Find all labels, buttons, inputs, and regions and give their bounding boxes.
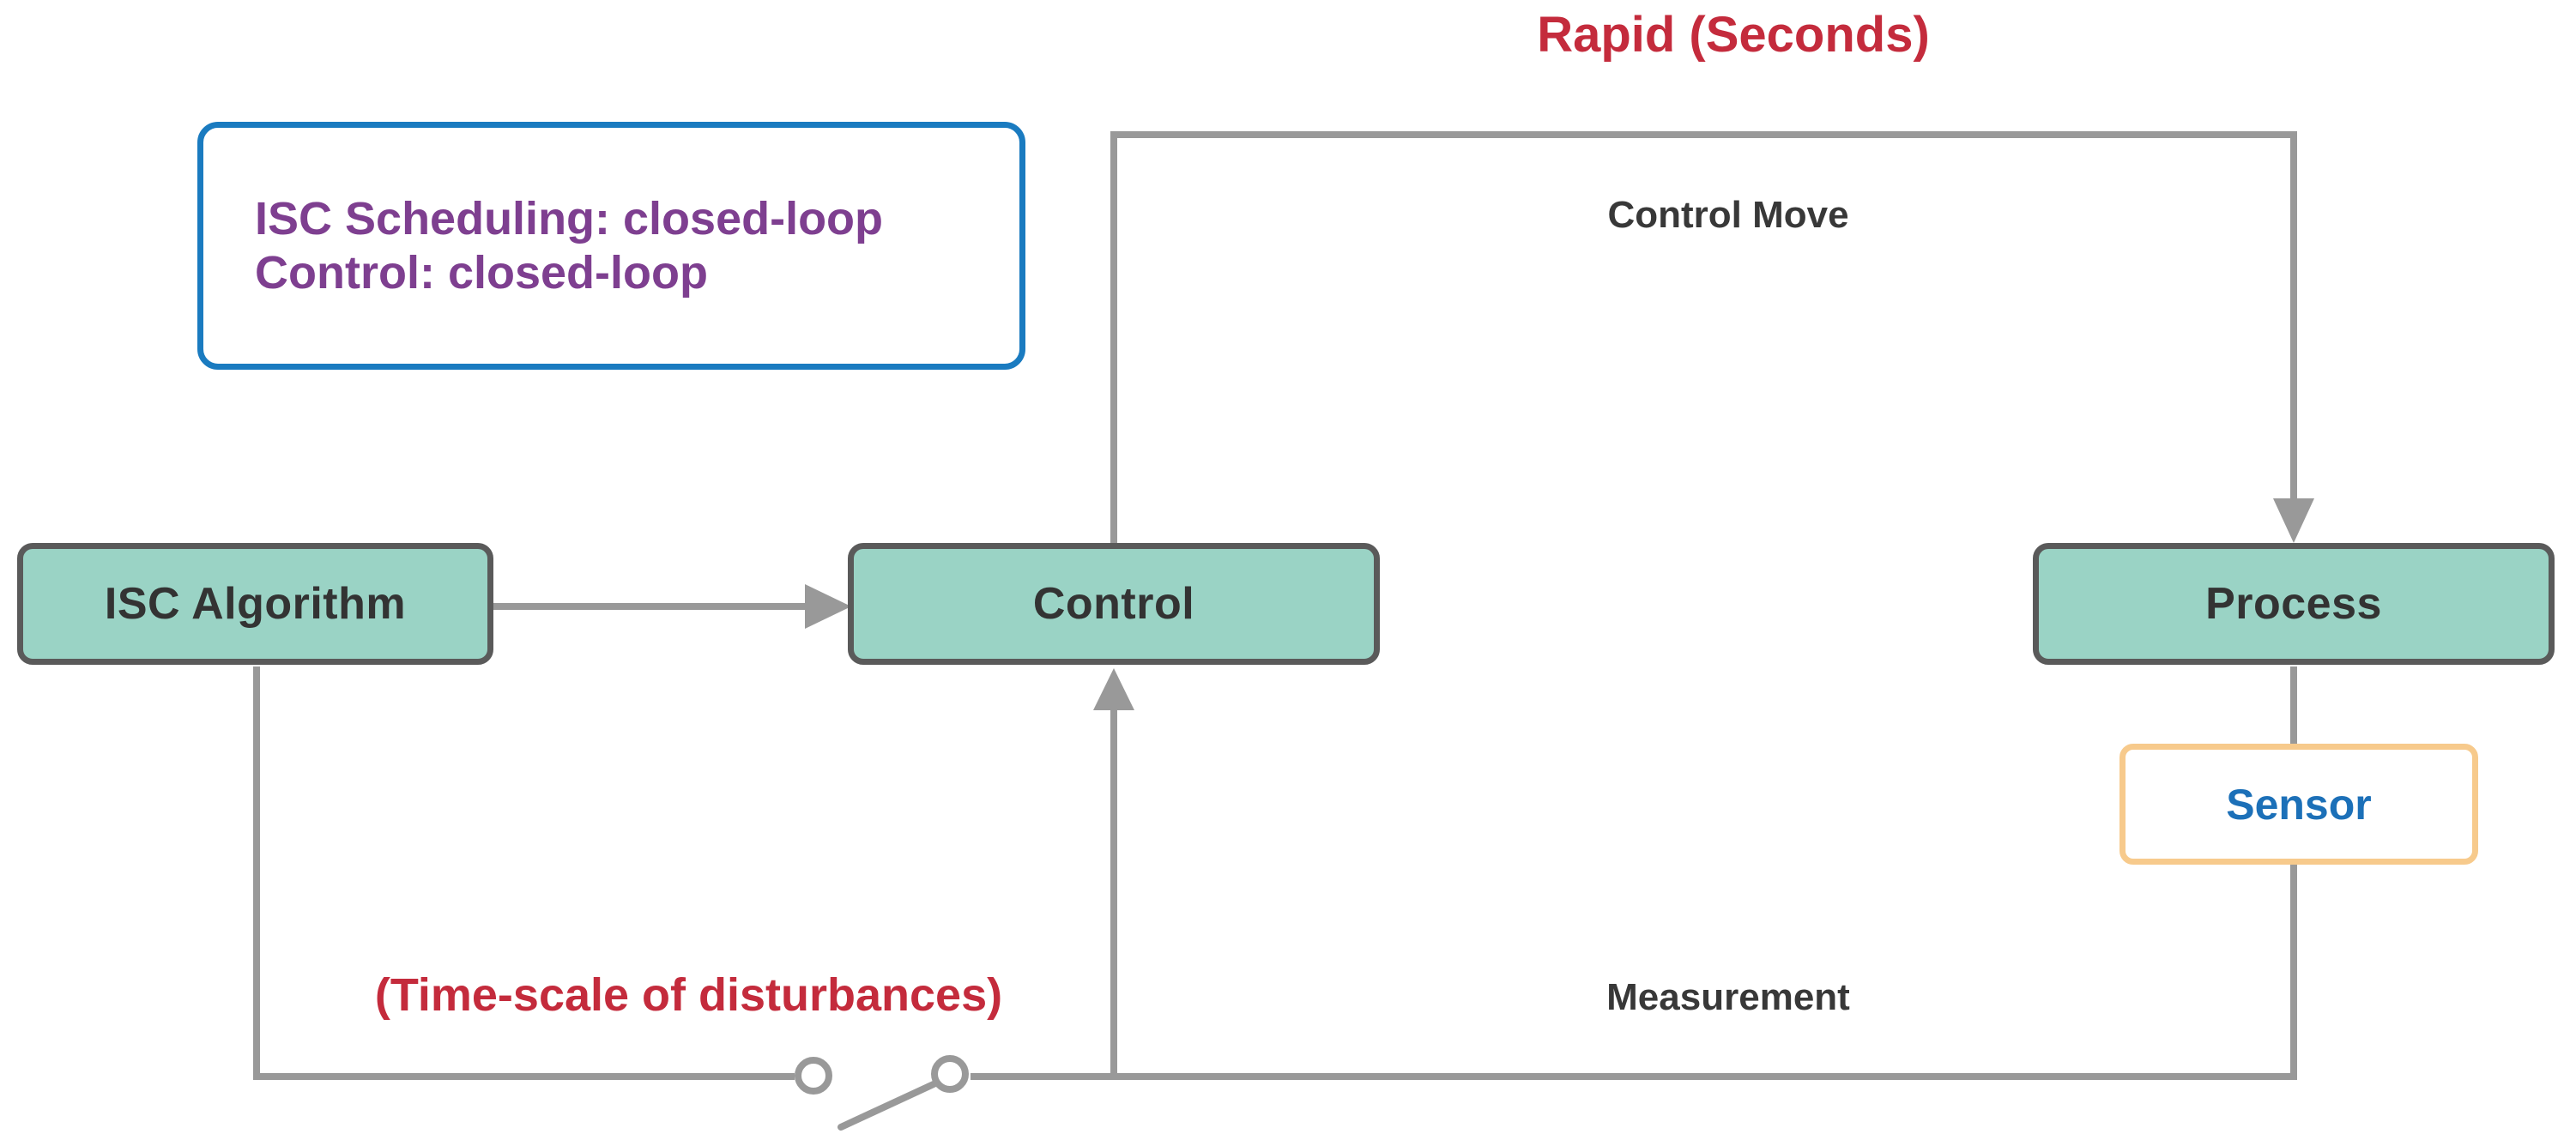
note-line-1: ISC Scheduling: closed-loop <box>255 192 884 244</box>
switch-icon <box>795 1055 969 1131</box>
measurement-path <box>971 863 2297 1080</box>
switch-right-contact <box>931 1055 969 1093</box>
node-sensor: Sensor <box>2119 744 2478 865</box>
note-line-2: Control: closed-loop <box>255 246 708 299</box>
control-move-path <box>1110 131 2297 543</box>
switch-left-contact <box>795 1057 832 1095</box>
switch-blade <box>838 1080 939 1131</box>
arrowhead-into-control-bottom <box>1093 668 1134 710</box>
node-control: Control <box>848 543 1380 665</box>
node-isc-algorithm: ISC Algorithm <box>17 543 493 665</box>
node-process: Process <box>2033 543 2555 665</box>
edge-label-control-move: Control Move <box>1607 194 1849 236</box>
edge-label-timescale: (Time-scale of disturbances) <box>374 969 1003 1021</box>
switch-to-isc-path <box>253 666 795 1080</box>
timescale-title: Rapid (Seconds) <box>1537 7 1930 63</box>
edge-label-measurement: Measurement <box>1606 976 1850 1018</box>
arrowhead-into-process-top <box>2273 498 2314 543</box>
scheduling-note-box: ISC Scheduling: closed-loop Control: clo… <box>197 122 1025 370</box>
arrowhead-into-control-left <box>805 584 851 629</box>
